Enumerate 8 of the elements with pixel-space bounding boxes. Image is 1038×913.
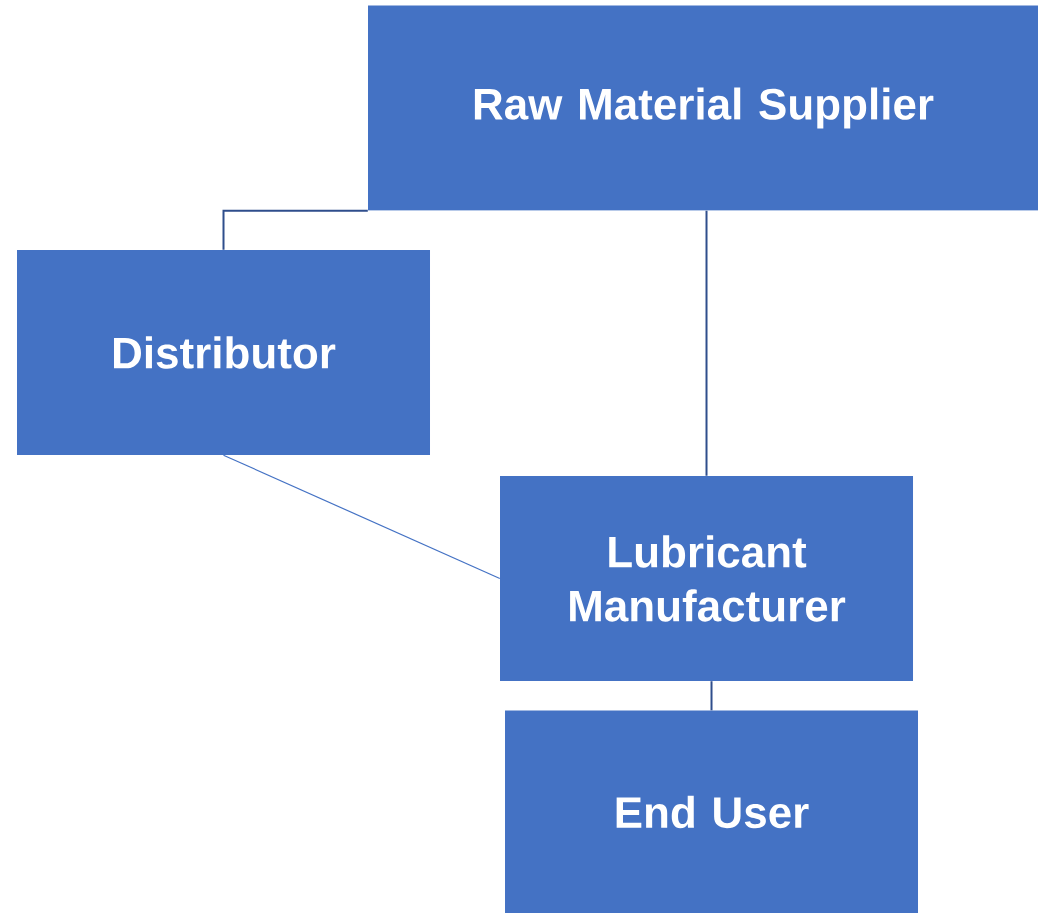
process-box: Distributor [17,250,430,455]
process-box: Raw Material Supplier [368,5,1038,211]
connector-line [710,680,713,712]
process-box: End User [505,710,918,913]
connector-line [222,209,369,251]
connector-line [222,454,501,580]
connector-line [705,209,708,477]
process-box: Lubricant Manufacturer [500,476,913,681]
